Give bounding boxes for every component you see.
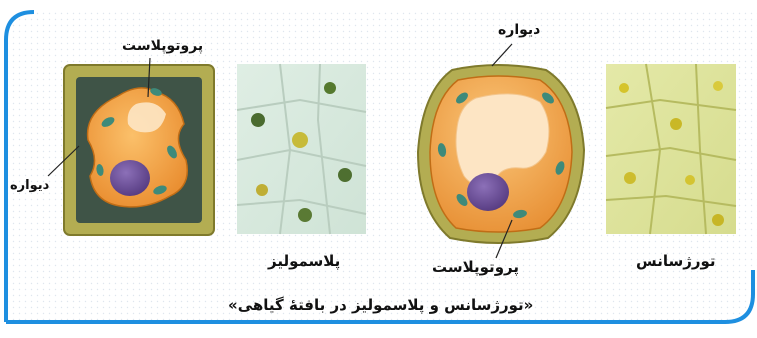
chloroplast-cluster: [712, 214, 724, 226]
label-turgor: تورژسانس: [636, 252, 716, 270]
shrunken-protoplast: [256, 184, 268, 196]
label-plasmolysis: پلاسمولیز: [268, 252, 340, 270]
micrograph-background: [237, 64, 366, 234]
plasmolysis-micrograph: [237, 64, 366, 234]
chloroplast-cluster: [670, 118, 682, 130]
label-protoplast-left: پروتوپلاست: [122, 38, 203, 54]
figure-caption: «تورژسانس و پلاسمولیز در بافتهٔ گیاهی»: [228, 296, 533, 314]
shrunken-protoplast: [251, 113, 265, 127]
turgor-micrograph: [606, 64, 736, 234]
chloroplast-cluster: [685, 175, 695, 185]
chloroplast-cluster: [713, 81, 723, 91]
label-wall-left: دیواره: [10, 178, 49, 193]
shrunken-protoplast: [292, 132, 308, 148]
shrunken-protoplast: [338, 168, 352, 182]
label-wall-right: دیواره: [498, 22, 540, 38]
nucleus-turgid: [467, 173, 509, 211]
shrunken-protoplast: [324, 82, 336, 94]
label-protoplast-right: پروتوپلاست: [432, 258, 519, 276]
nucleus-plasmolyzed: [110, 160, 150, 196]
chloroplast-cluster: [624, 172, 636, 184]
plasmolyzed-cell-diagram: [48, 58, 214, 235]
shrunken-protoplast: [298, 208, 312, 222]
chloroplast-cluster: [619, 83, 629, 93]
